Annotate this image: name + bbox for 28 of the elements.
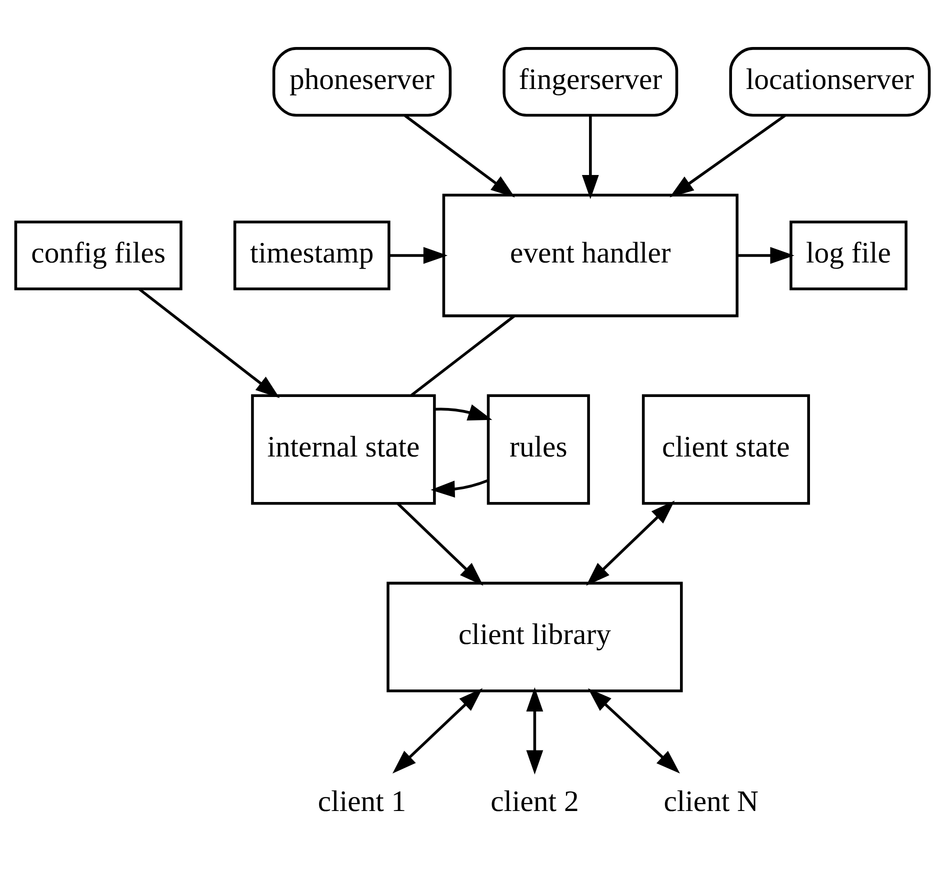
arrow (737, 246, 794, 264)
node-box: fingerserver (502, 46, 678, 116)
arrow (582, 115, 599, 199)
arrow (389, 246, 448, 264)
arrow (526, 686, 544, 774)
arrow (430, 478, 489, 498)
node-box: log file (790, 220, 908, 290)
node-box: timestamp (233, 220, 390, 290)
arrow (396, 502, 484, 586)
node-text: client 2 (490, 786, 579, 818)
node-box: internal state (251, 394, 436, 504)
connector (410, 314, 516, 396)
node-box: rules (486, 394, 590, 504)
node-text: client 1 (318, 786, 406, 818)
node-box: client library (386, 581, 683, 692)
arrow (138, 288, 280, 398)
arrow (434, 404, 492, 420)
node-box: phoneserver (272, 46, 452, 116)
arrow (670, 114, 786, 197)
node-box: event handler (442, 193, 738, 317)
node-text: client N (664, 786, 759, 818)
node-box: config files (14, 220, 182, 290)
arrow (392, 688, 483, 773)
node-box: locationserver (729, 46, 931, 116)
arrow (588, 688, 680, 773)
node-box: client state (642, 394, 810, 504)
arrow (586, 500, 675, 586)
arrow (404, 114, 515, 197)
